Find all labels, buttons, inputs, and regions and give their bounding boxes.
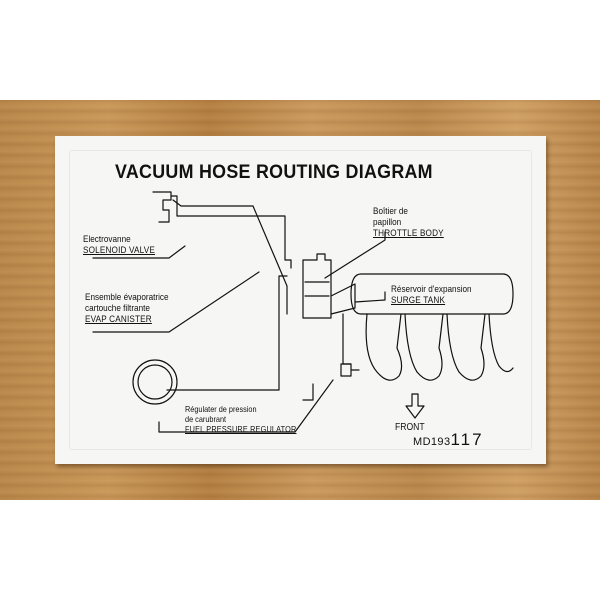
vacuum-hose-regulator (343, 314, 351, 364)
surge-tank-label: Réservoir d'expansion SURGE TANK (391, 284, 472, 306)
vacuum-hose-inner (173, 200, 287, 314)
vacuum-hose-upper (171, 196, 291, 268)
evap-canister-shape (133, 360, 177, 404)
fuel-pressure-regulator-label: Régulater de pression de carubrant FUEL … (185, 404, 296, 434)
solenoid-valve-shape (153, 192, 171, 222)
throttle-body-shape (303, 254, 331, 318)
front-arrow (406, 394, 424, 418)
intake-runners (366, 314, 513, 380)
part-number: MD193117 (413, 430, 484, 450)
fuel-pressure-regulator-shape (341, 364, 359, 376)
throttle-body-label: Boîtier de papillon THROTTLE BODY (373, 206, 444, 239)
vacuum-hose-label-sticker: VACUUM HOSE ROUTING DIAGRAM (55, 136, 546, 464)
solenoid-valve-label: Electrovanne SOLENOID VALVE (83, 234, 155, 256)
evap-canister-label: Ensemble évaporatrice cartouche filtrant… (85, 292, 169, 325)
